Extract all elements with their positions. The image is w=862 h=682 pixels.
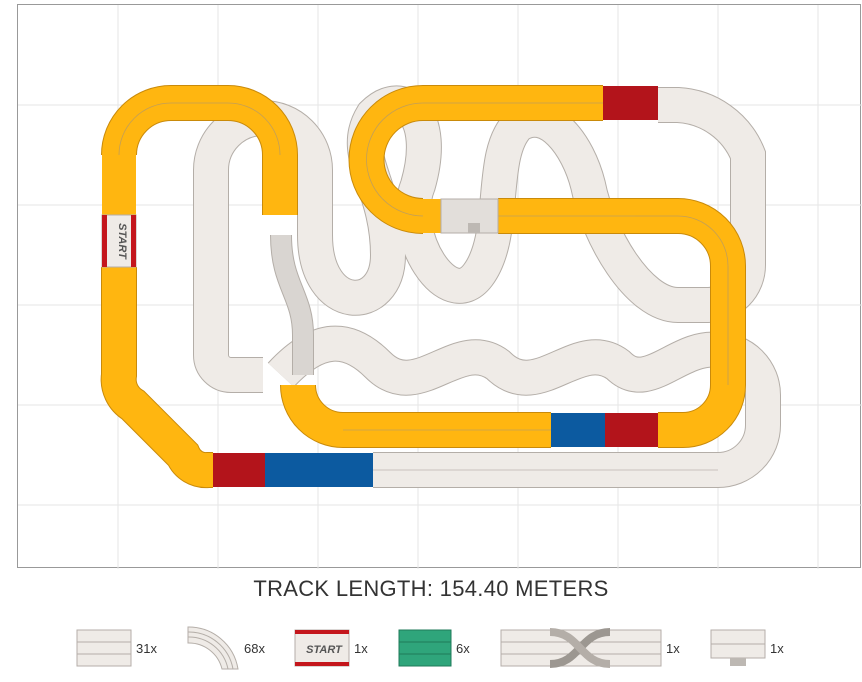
legend-count: 1x (666, 640, 680, 656)
blue-segment-bottom-left[interactable] (265, 453, 373, 487)
legend-bridge[interactable]: 6x (398, 620, 470, 676)
special-segments[interactable] (213, 86, 658, 487)
end-piece-icon (710, 629, 766, 666)
blue-segment-lower[interactable] (551, 413, 605, 447)
legend-start[interactable]: START 1x (294, 620, 368, 676)
legend-crossover[interactable]: 1x (500, 620, 680, 676)
crossover-piece-icon (500, 628, 662, 668)
legend-straight[interactable]: 31x (76, 620, 157, 676)
start-piece-icon: START (294, 629, 350, 667)
red-segment-lower[interactable] (605, 413, 658, 447)
end-piece-stub (468, 223, 480, 233)
start-piece[interactable]: START (101, 214, 137, 268)
legend-curve[interactable]: 68x (186, 620, 265, 676)
legend-count: 6x (456, 640, 470, 656)
track-canvas[interactable]: START (17, 4, 862, 569)
lane-lines (118, 102, 729, 471)
legend-start-label: START (306, 644, 343, 656)
legend-count: 68x (244, 640, 265, 656)
red-segment-top[interactable] (603, 86, 658, 120)
start-label: START (116, 223, 128, 260)
legend-count: 1x (770, 640, 784, 656)
straight-piece-icon (76, 629, 132, 667)
legend-count: 1x (354, 640, 368, 656)
bridge-piece-icon (398, 629, 452, 667)
piece-legend: 31x 68x START 1x 6x (0, 620, 862, 676)
red-segment-bottom-left[interactable] (213, 453, 265, 487)
legend-end[interactable]: 1x (710, 620, 784, 676)
curve-piece-icon (187, 626, 239, 670)
legend-count: 31x (136, 640, 157, 656)
track-length-label: TRACK LENGTH: 154.40 METERS (253, 576, 609, 601)
track-layout[interactable]: START (18, 5, 862, 569)
